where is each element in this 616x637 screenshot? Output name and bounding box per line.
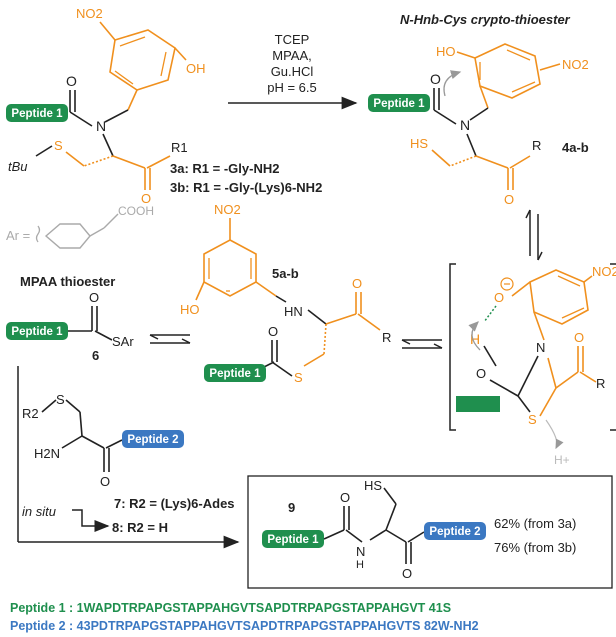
svg-text:pH = 6.5: pH = 6.5 xyxy=(267,80,317,95)
svg-text:R2: R2 xyxy=(22,406,39,421)
svg-text:H: H xyxy=(470,331,480,347)
compound-6: Peptide 1 O SAr 6 xyxy=(6,290,191,363)
svg-text:O: O xyxy=(340,490,350,505)
yield-3a: 62% (from 3a) xyxy=(494,516,576,531)
svg-text:O: O xyxy=(504,192,514,207)
svg-text:Peptide 1: Peptide 1 xyxy=(11,108,63,120)
svg-text:S: S xyxy=(56,392,65,407)
svg-text:Ar =: Ar = xyxy=(6,228,30,243)
svg-text:HS: HS xyxy=(364,478,382,493)
in-situ-label: in situ xyxy=(22,504,56,519)
svg-text:NO2: NO2 xyxy=(592,264,616,279)
svg-text:O: O xyxy=(476,366,486,381)
svg-text:O: O xyxy=(430,71,441,87)
mpaa-definition: Ar = COOH MPAA thioester xyxy=(6,204,154,289)
svg-text:O: O xyxy=(402,566,412,581)
compound-5: NO2 HO HN 5a-b O R S O Peptide 1 xyxy=(180,202,443,385)
svg-text:O: O xyxy=(352,276,362,291)
cys-peptide-2: R2 S H2N O Peptide 2 in situ 7: R2 = (Ly… xyxy=(17,366,240,549)
svg-text:N: N xyxy=(356,544,365,559)
svg-text:S: S xyxy=(294,370,303,385)
svg-text:Peptide 1: Peptide 1 xyxy=(267,534,319,546)
svg-text:Peptide 1: Peptide 1 xyxy=(373,98,425,110)
label-5ab: 5a-b xyxy=(272,266,299,281)
svg-text:Peptide 1: Peptide 1 xyxy=(209,368,261,380)
svg-text:H: H xyxy=(356,559,364,571)
svg-text:NO2: NO2 xyxy=(562,57,589,72)
svg-text:R: R xyxy=(596,376,605,391)
product-9-box: 9 Peptide 1 O N H HS O Peptide 2 62% (fr… xyxy=(247,475,613,589)
svg-text:O: O xyxy=(100,474,110,489)
hydroxyl-label: OH xyxy=(186,61,206,76)
svg-text:COOH: COOH xyxy=(118,204,154,218)
svg-text:O: O xyxy=(89,290,99,305)
svg-text:Peptide 1: Peptide 1 xyxy=(11,326,63,338)
svg-text:S: S xyxy=(528,412,537,427)
sequence-peptide2: Peptide 2 : 43PDTRPAPGSTAPPAHGVTSAPDTRPA… xyxy=(10,619,479,633)
svg-text:SAr: SAr xyxy=(112,334,134,349)
yield-3b: 76% (from 3b) xyxy=(494,540,576,555)
label-6: 6 xyxy=(92,348,99,363)
vertical-equilibrium xyxy=(525,209,543,261)
label-4ab: 4a-b xyxy=(562,140,589,155)
svg-text:MPAA,: MPAA, xyxy=(272,48,312,63)
svg-text:H2N: H2N xyxy=(34,446,60,461)
peptide1-badge xyxy=(6,104,68,122)
svg-text:HS: HS xyxy=(410,136,428,151)
mpaa-thioester-label: MPAA thioester xyxy=(20,274,115,289)
compound-4: N-Hnb-Cys crypto-thioester HO NO2 N O Pe… xyxy=(368,12,589,207)
svg-text:O: O xyxy=(574,330,584,345)
tetrahedral-intermediate: NO2 O H O N S O R H+ xyxy=(449,263,616,467)
svg-text:O: O xyxy=(268,324,278,339)
peptide2-badge xyxy=(122,430,184,448)
sequence-peptide1: Peptide 1 : 1WAPDTRPAPGSTAPPAHGVTSAPDTRP… xyxy=(10,601,451,615)
benzene-ring xyxy=(109,29,176,91)
label-9: 9 xyxy=(288,500,295,515)
compound-3: NO2 OH N O Peptide 1 O R1 S tBu 3a xyxy=(6,6,322,206)
svg-text:tBu: tBu xyxy=(8,159,28,174)
top-reaction-arrow: TCEP MPAA, Gu.HCl pH = 6.5 xyxy=(228,32,358,110)
svg-text:TCEP: TCEP xyxy=(275,32,310,47)
svg-text:O: O xyxy=(141,191,151,206)
svg-text:O: O xyxy=(494,290,504,305)
svg-text:Gu.HCl: Gu.HCl xyxy=(271,64,314,79)
svg-text:R: R xyxy=(382,330,391,345)
svg-text:HO: HO xyxy=(180,302,200,317)
svg-text:H+: H+ xyxy=(554,453,570,467)
svg-text:S: S xyxy=(54,138,63,153)
r1-3a: 3a: R1 = -Gly-NH2 xyxy=(170,161,279,176)
carbonyl-o: O xyxy=(66,73,77,89)
svg-text:R1: R1 xyxy=(171,140,188,155)
r1-3b: 3b: R1 = -Gly-(Lys)6-NH2 xyxy=(170,180,322,195)
r2-7: 7: R2 = (Lys)6-Ades xyxy=(114,496,235,511)
svg-text:N: N xyxy=(536,340,545,355)
svg-text:N: N xyxy=(460,117,470,133)
nitro-label: NO2 xyxy=(76,6,103,21)
svg-text:Peptide 2: Peptide 2 xyxy=(127,434,178,446)
svg-text:R: R xyxy=(532,138,541,153)
amide-n: N xyxy=(96,118,106,134)
svg-text:HO: HO xyxy=(436,44,456,59)
crypto-title: N-Hnb-Cys crypto-thioester xyxy=(400,12,571,27)
svg-text:NO2: NO2 xyxy=(214,202,241,217)
svg-text:HN: HN xyxy=(284,304,303,319)
r2-8: 8: R2 = H xyxy=(112,520,168,535)
svg-text:Peptide 2: Peptide 2 xyxy=(429,526,480,538)
